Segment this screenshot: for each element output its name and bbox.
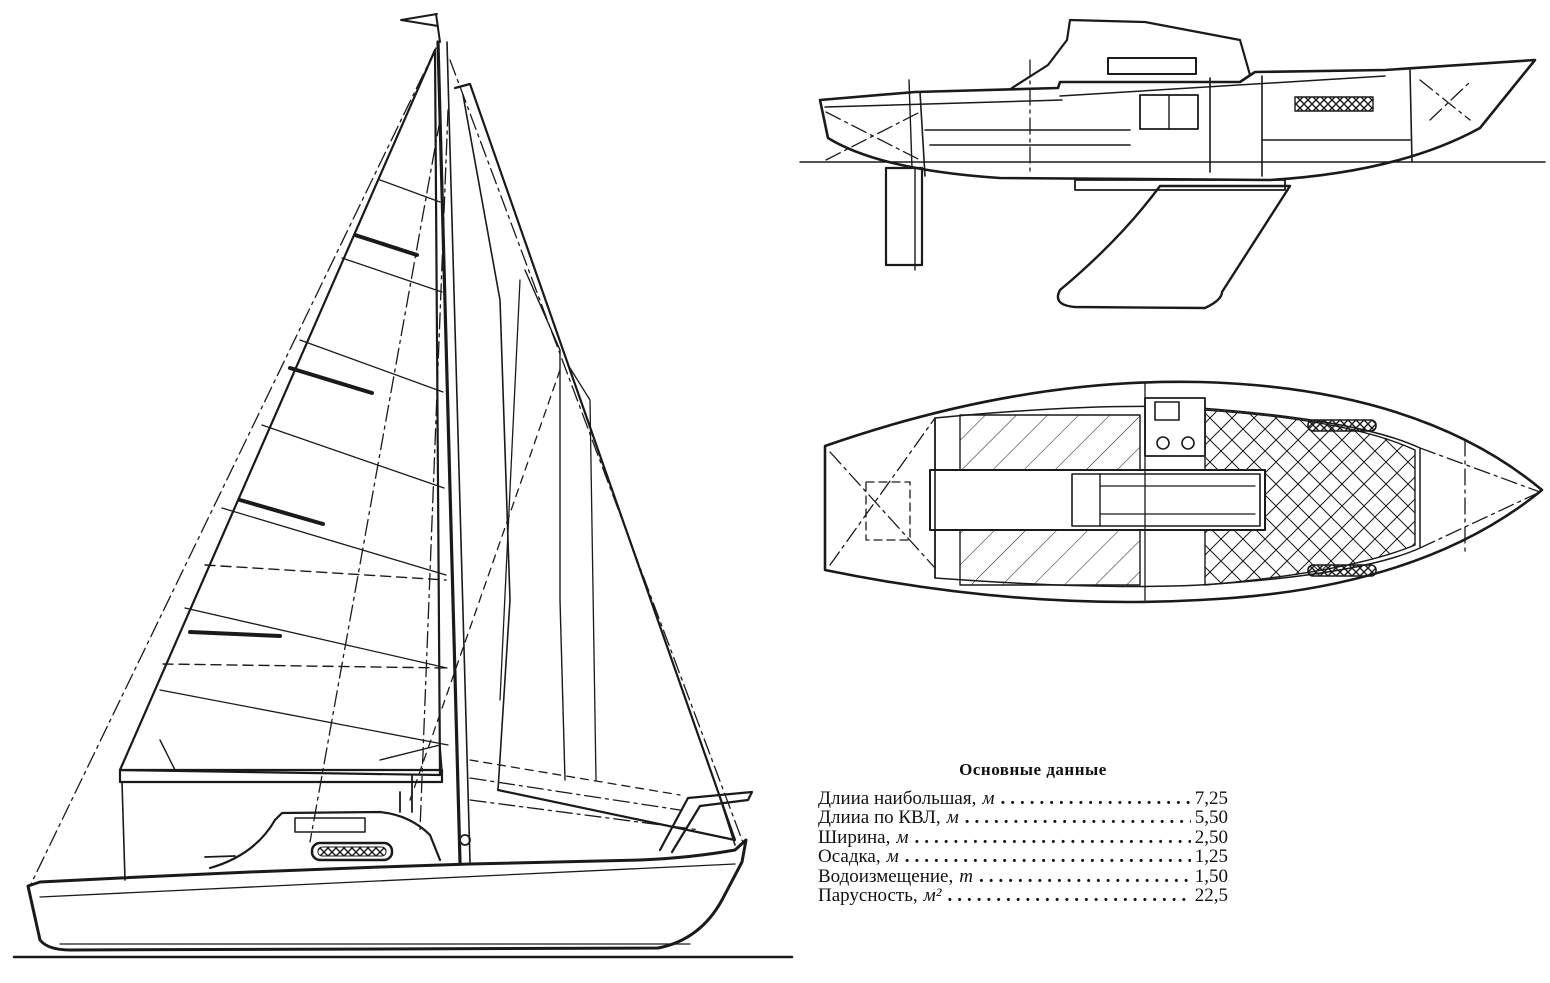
deck-plan-hatch-bottom xyxy=(959,529,1141,586)
deck-plan-hatch-top xyxy=(959,414,1141,471)
sail-plan-jib xyxy=(118,48,442,777)
spec-label: Ширина, xyxy=(818,826,891,848)
sail-plan-pulpit xyxy=(658,790,754,854)
leader-dots xyxy=(965,808,1191,828)
spec-row-waterline-length: Длииа по КВЛ, м 5,50 xyxy=(818,808,1228,828)
leader-dots xyxy=(947,886,1190,906)
spec-unit: т xyxy=(959,865,973,887)
profile-cabin xyxy=(1010,18,1252,90)
sail-plan-view xyxy=(12,13,794,959)
deck-plan-view xyxy=(823,380,1544,604)
spec-value: 2,50 xyxy=(1194,826,1228,848)
spec-unit: м xyxy=(896,826,909,848)
spec-row-displacement: Водоизмещение, т 1,50 xyxy=(818,865,1228,887)
spec-value: 7,25 xyxy=(1194,787,1228,809)
spec-row-draft: Осадка, м 1,25 xyxy=(818,847,1228,867)
sail-plan-mast xyxy=(436,40,462,864)
profile-rudder xyxy=(884,166,924,267)
sail-plan-flag xyxy=(400,13,441,43)
specs-table: Основные данные Длииа наибольшая, м 7,25… xyxy=(818,760,1228,906)
spec-unit: м xyxy=(982,787,995,809)
sail-plan-porthole xyxy=(310,841,394,862)
spec-row-sail-area: Парусность, м² 22,5 xyxy=(818,886,1228,906)
sail-plan-boom xyxy=(118,768,444,784)
spec-label: Водоизмещение, xyxy=(818,865,954,887)
deck-plan-hull xyxy=(823,380,1544,604)
spec-label: Длииа по КВЛ, xyxy=(818,807,941,828)
specs-title: Основные данные xyxy=(959,760,1107,779)
spec-row-beam: Ширина, м 2,50 xyxy=(818,826,1228,848)
profile-keel xyxy=(1056,184,1292,310)
spec-label: Парусность, xyxy=(818,885,918,906)
profile-hull xyxy=(818,58,1537,182)
leader-dots xyxy=(905,847,1191,867)
spec-row-length-overall: Длииа наибольшая, м 7,25 xyxy=(818,787,1228,809)
sail-plan-hull xyxy=(26,838,748,952)
spec-label: Длииа наибольшая, xyxy=(818,787,977,809)
spec-value: 1,50 xyxy=(1194,865,1228,887)
sail-plan-mainsail xyxy=(453,82,737,842)
spec-value: 1,25 xyxy=(1194,846,1228,867)
leader-dots xyxy=(1001,789,1191,809)
spec-value: 22,5 xyxy=(1194,885,1228,906)
deck-plan-crosshatch xyxy=(1204,409,1416,586)
deck-plan-cockpit xyxy=(929,469,1266,531)
deck-plan-galley xyxy=(1144,397,1206,457)
spec-label: Осадка, xyxy=(818,846,881,867)
spec-value: 5,50 xyxy=(1194,807,1228,828)
leader-dots xyxy=(915,828,1191,848)
leader-dots xyxy=(979,867,1191,887)
deck-plan-porthole-top xyxy=(1307,419,1377,432)
sail-plan-cabin xyxy=(208,810,442,870)
spec-unit: м xyxy=(886,846,899,867)
spec-unit: м² xyxy=(923,885,942,906)
spec-unit: м xyxy=(946,807,959,828)
profile-view xyxy=(799,18,1546,310)
deck-plan-porthole-bottom xyxy=(1307,564,1377,577)
